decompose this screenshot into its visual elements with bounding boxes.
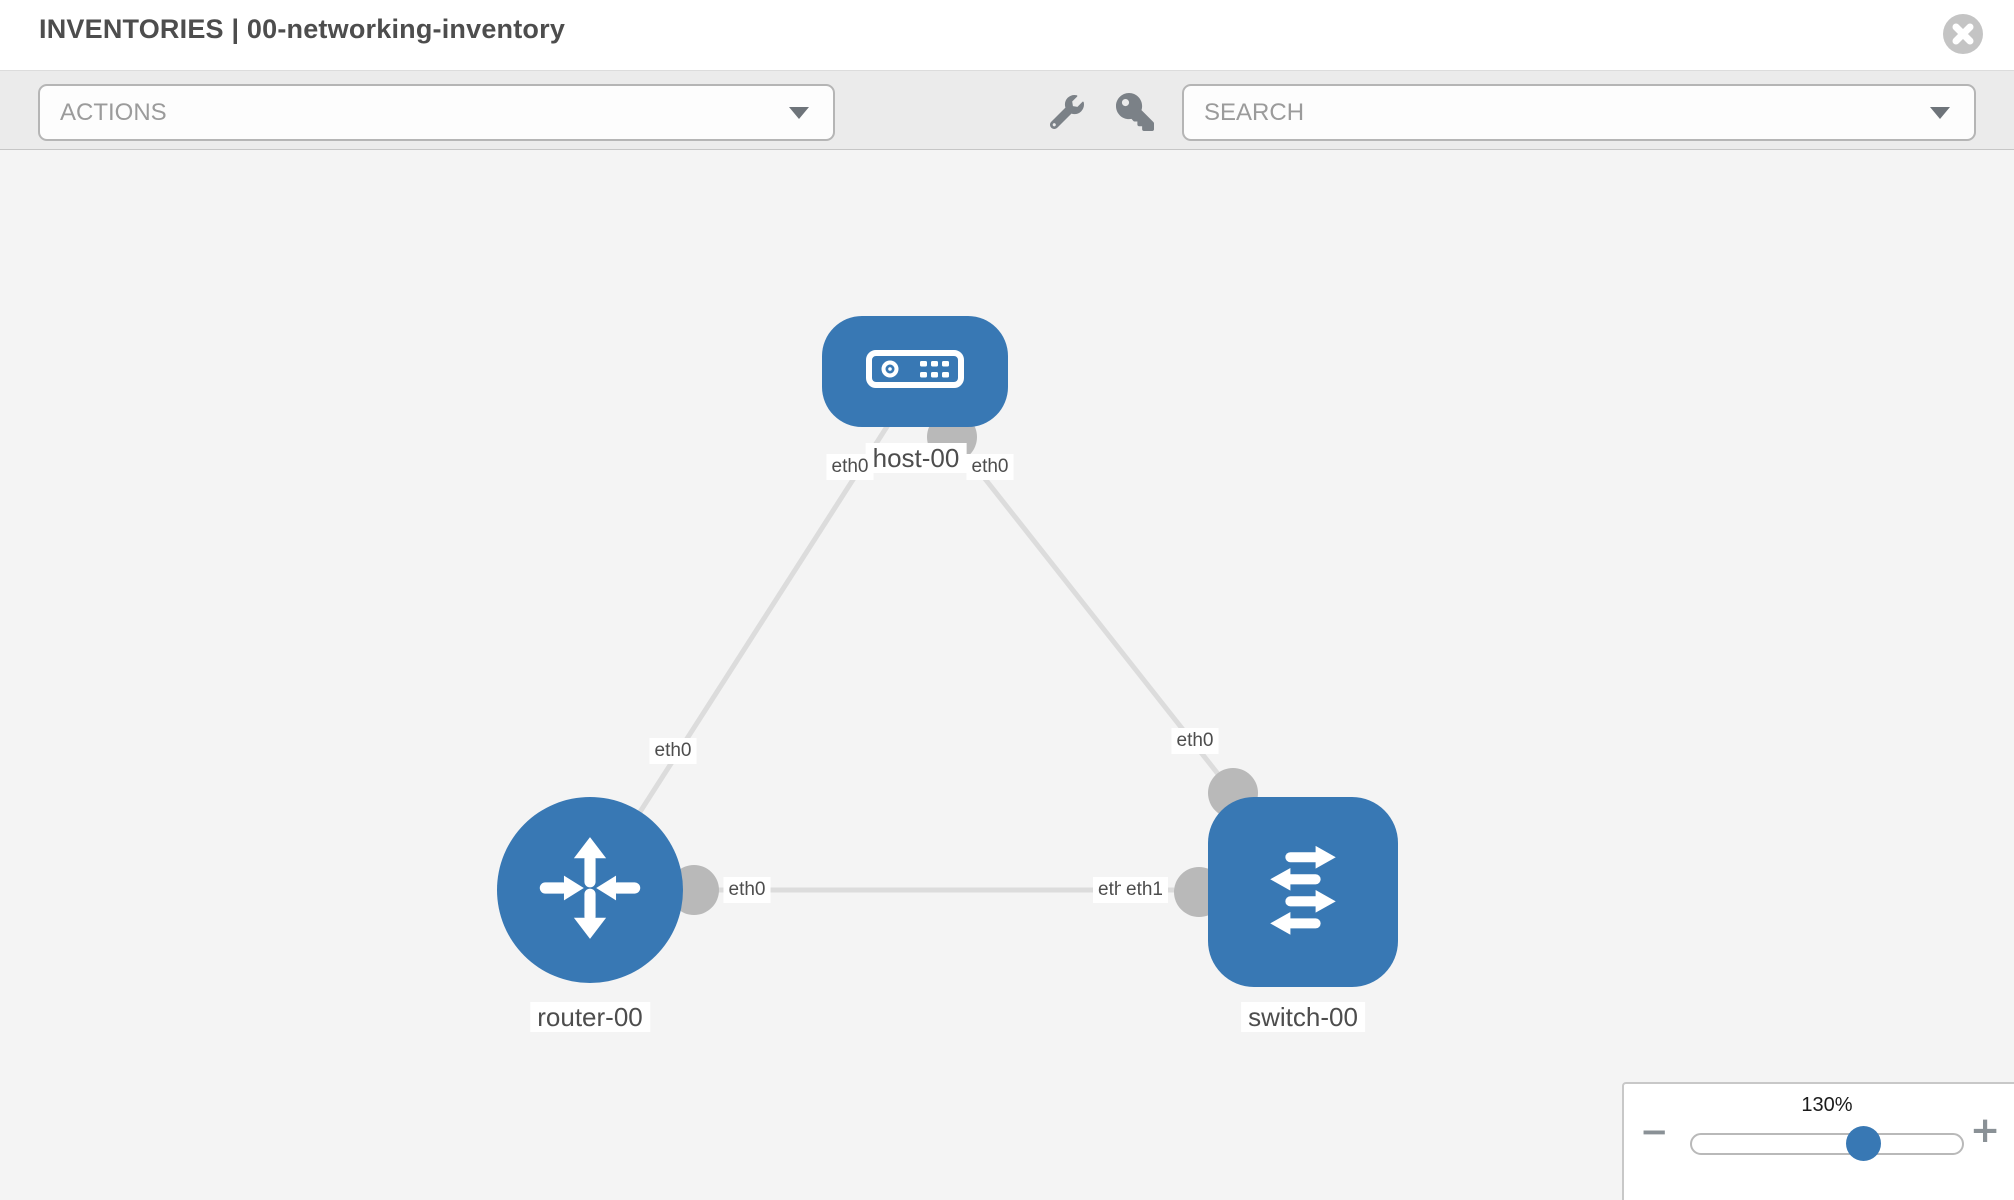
node-label-host: host-00 (865, 443, 967, 473)
iface-label-host-left: eth0 (826, 454, 874, 480)
zoom-out-button[interactable]: − (1640, 1112, 1669, 1152)
server-icon (865, 349, 965, 394)
iface-label-rs-left: eth0 (723, 877, 771, 903)
search-dropdown[interactable]: SEARCH (1182, 84, 1976, 141)
iface-label-router-link: eth0 (649, 738, 697, 764)
search-dropdown-label: SEARCH (1204, 98, 1305, 126)
zoom-control-panel: 130% − + (1622, 1082, 2014, 1200)
key-icon (1116, 93, 1154, 131)
page-header: INVENTORIES | 00-networking-inventory (0, 0, 2014, 70)
close-icon (1943, 14, 1983, 57)
node-label-router: router-00 (530, 1002, 650, 1032)
topology-canvas[interactable]: host-00 router-00 switch-00 eth0 eth0 et… (0, 150, 2014, 1200)
topology-links (587, 423, 1235, 893)
toolbar: ACTIONS SEARCH (0, 70, 2014, 150)
zoom-slider-track[interactable] (1690, 1133, 1964, 1155)
node-router-00[interactable] (497, 797, 683, 983)
key-button[interactable] (1116, 93, 1154, 131)
iface-label-host-right: eth0 (966, 454, 1014, 480)
iface-label-rs-right-eth1: eth1 (1121, 877, 1168, 903)
zoom-in-button[interactable]: + (1970, 1110, 2001, 1151)
actions-dropdown-label: ACTIONS (60, 98, 167, 126)
router-arrows-icon (528, 826, 652, 955)
switch-arrows-icon (1240, 827, 1366, 958)
close-button[interactable] (1943, 14, 1983, 54)
chevron-down-icon (789, 106, 809, 119)
wrench-button[interactable] (1050, 95, 1084, 129)
node-label-switch: switch-00 (1241, 1002, 1365, 1032)
zoom-level-value: 130% (1801, 1094, 1853, 1116)
wrench-icon (1050, 95, 1084, 129)
node-host-00[interactable] (822, 316, 1008, 427)
chevron-down-icon (1930, 106, 1950, 119)
zoom-slider-thumb[interactable] (1846, 1126, 1881, 1161)
node-switch-00[interactable] (1208, 797, 1398, 987)
actions-dropdown[interactable]: ACTIONS (38, 84, 835, 141)
iface-label-switch-link: eth0 (1171, 728, 1219, 754)
page-title: INVENTORIES | 00-networking-inventory (39, 14, 566, 44)
